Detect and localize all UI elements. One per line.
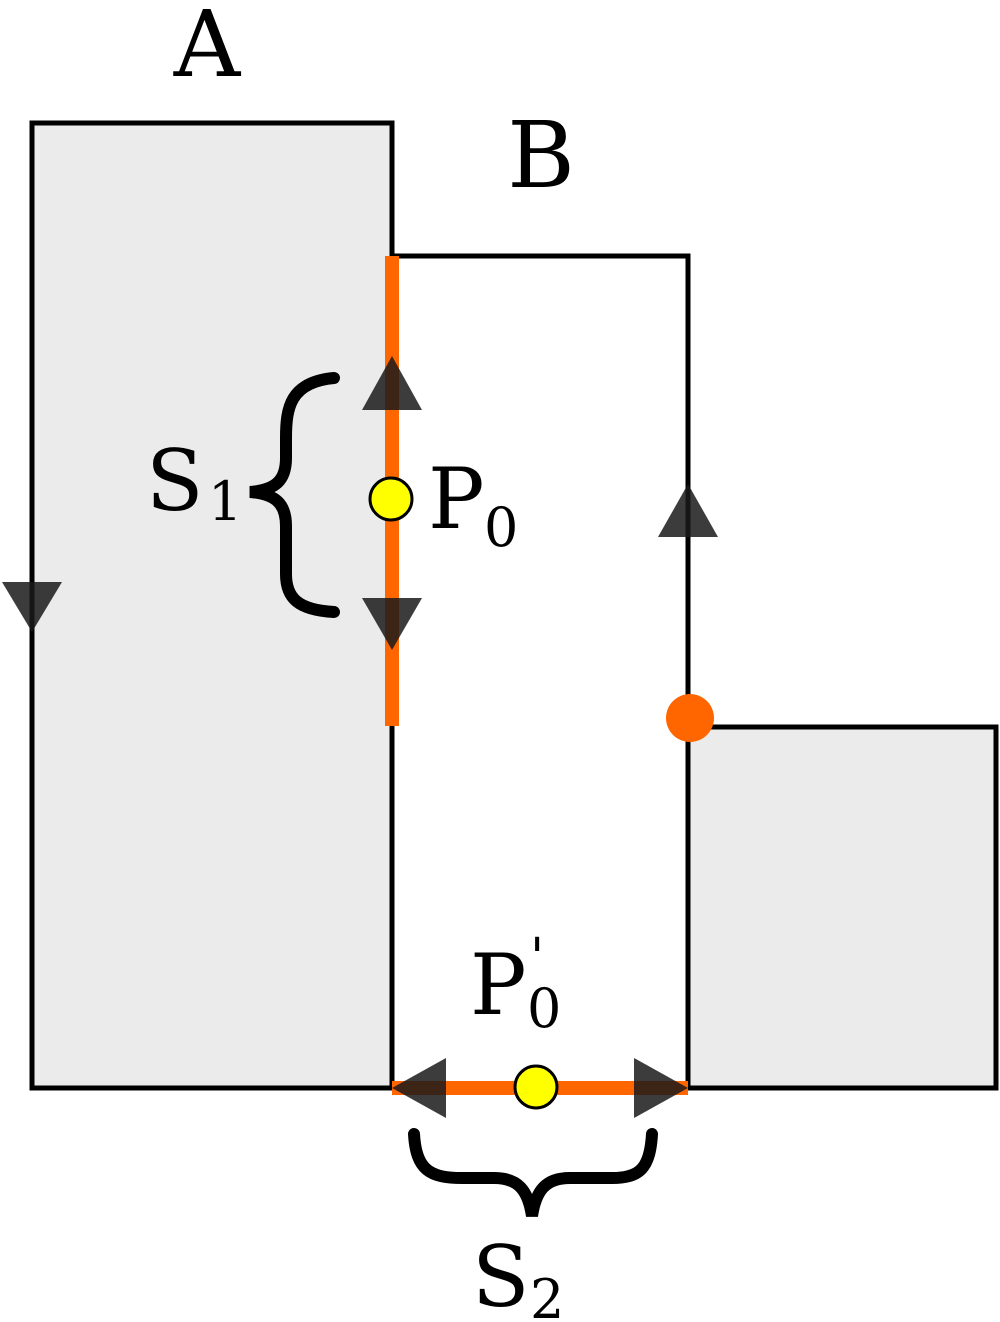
label-p0: P (428, 450, 485, 548)
arrow-down-left-edge (2, 582, 62, 632)
arrow-down-s1 (362, 598, 422, 650)
label-p0-prime: P (470, 936, 527, 1034)
label-s2-subscript: 2 (530, 1268, 564, 1322)
label-s1-subscript: 1 (208, 470, 242, 533)
brace-s2 (408, 1128, 658, 1218)
label-p0-prime-mark: ' (530, 928, 544, 988)
label-p0-subscript: 0 (484, 496, 518, 559)
arrow-up-right-edge (658, 484, 718, 537)
arrow-up-s1 (362, 356, 422, 410)
point-p0 (368, 476, 414, 522)
label-b: B (507, 102, 575, 209)
brace-s1 (249, 372, 340, 618)
label-s2: S (472, 1228, 530, 1322)
point-p0-prime (513, 1064, 559, 1110)
label-a: A (173, 0, 242, 98)
arrow-left-s2 (392, 1058, 446, 1118)
corner-point (666, 694, 714, 742)
region-b-rect (389, 253, 691, 1091)
arrow-right-s2 (634, 1058, 688, 1118)
region-right-rect (685, 724, 999, 1091)
region-a-rect (29, 120, 395, 1091)
label-s1: S (146, 432, 204, 530)
label-p0-prime-subscript: 0 (527, 977, 561, 1040)
